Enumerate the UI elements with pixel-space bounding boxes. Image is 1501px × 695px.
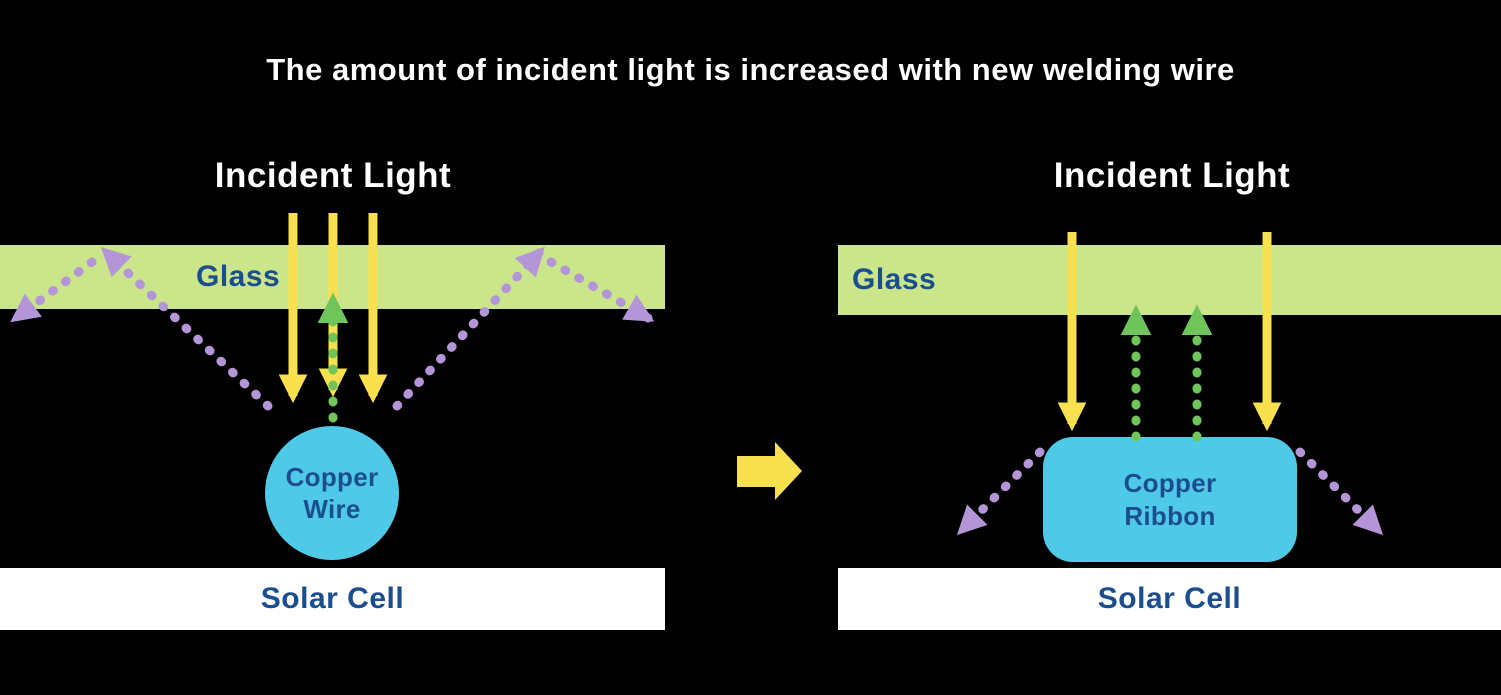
right-transmitted-arrows [1120,304,1213,442]
right-glass-band: Glass [838,245,1501,315]
left-glass-label: Glass [196,260,281,293]
copper-wire-circle: Copper Wire [265,426,399,560]
copper-ribbon-label-line2: Ribbon [1124,500,1216,531]
right-incident-light-heading: Incident Light [1053,156,1291,195]
left-incident-light-heading: Incident Light [214,156,452,195]
copper-wire-label-line2: Wire [303,494,361,524]
copper-ribbon-rect: Copper Ribbon [1043,437,1297,562]
left-glass-band: Glass [0,245,665,309]
diagram-title: The amount of incident light is increase… [266,52,1235,87]
diagonal-dotted-arrow-icon [956,447,1045,536]
diagonal-dotted-arrow-icon [1295,447,1384,536]
right-solar-cell-label: Solar Cell [1097,582,1242,615]
right-solar-cell: Solar Cell [838,568,1501,630]
left-solar-cell: Solar Cell [0,568,665,630]
right-glass-label: Glass [852,263,937,296]
left-solar-cell-label: Solar Cell [260,582,405,615]
right-arrow-icon [737,442,802,500]
copper-wire-label-line1: Copper [285,461,379,492]
copper-ribbon-label-line1: Copper [1123,468,1217,498]
